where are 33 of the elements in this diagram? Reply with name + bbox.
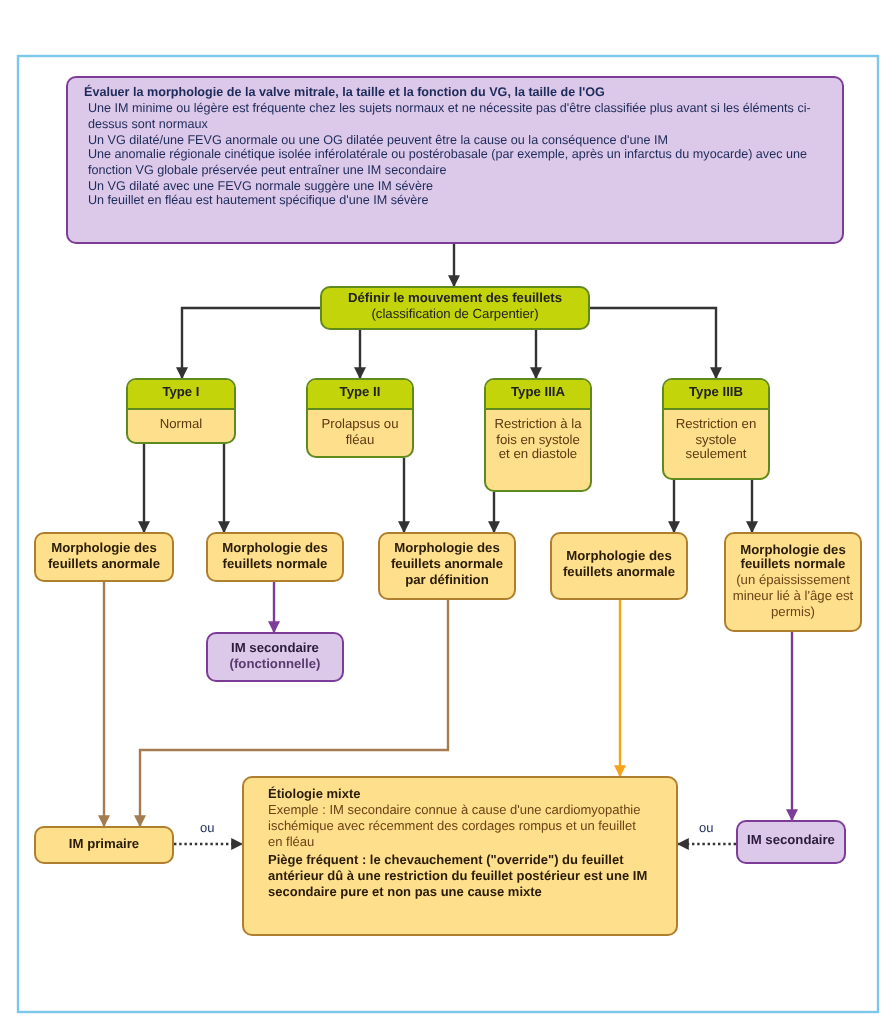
arrow — [676, 838, 736, 850]
arrow — [98, 582, 110, 828]
finding-box — [724, 532, 862, 632]
etiology-box — [242, 776, 678, 936]
arrow — [448, 244, 460, 288]
finding-box — [206, 532, 344, 582]
arrow — [176, 306, 320, 380]
arrow — [668, 480, 680, 534]
finding-box — [378, 532, 516, 600]
classification-box — [320, 286, 590, 330]
arrow — [590, 306, 722, 380]
arrow — [134, 600, 450, 828]
arrow — [398, 458, 410, 534]
arrow — [786, 632, 798, 822]
arrow — [746, 480, 758, 534]
result-box — [736, 820, 846, 864]
arrow — [174, 838, 244, 850]
arrow — [138, 444, 150, 534]
arrow — [268, 582, 280, 634]
type-box — [306, 378, 414, 458]
type-box — [126, 378, 236, 444]
type-box — [662, 378, 770, 480]
arrow — [488, 492, 500, 534]
arrow — [218, 444, 230, 534]
finding-box — [34, 532, 174, 582]
arrow — [354, 330, 366, 380]
type-box — [484, 378, 592, 492]
finding-box — [550, 532, 688, 600]
assessment-box — [66, 76, 844, 244]
result-box — [206, 632, 344, 682]
arrow — [614, 600, 626, 778]
arrow — [530, 330, 542, 380]
finding-box — [34, 826, 174, 864]
